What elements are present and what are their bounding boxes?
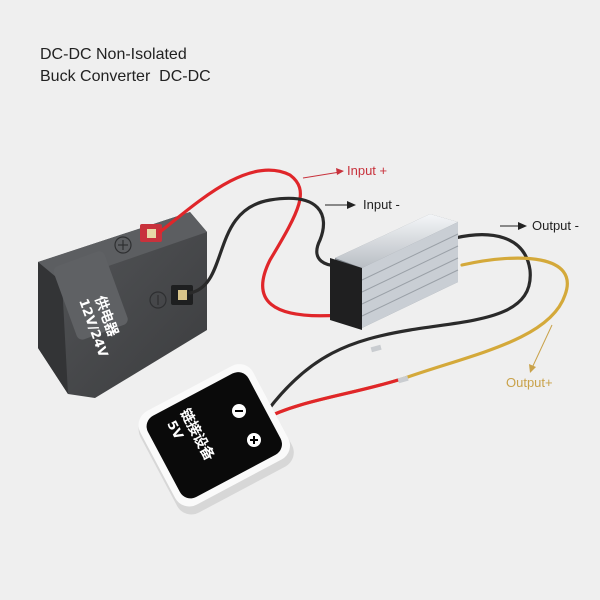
diagram-title: DC-DC Non-Isolated Buck Converter DC-DC [40,44,211,88]
arrow-output-plus-icon [529,364,536,373]
label-output-plus: Output+ [506,375,553,390]
wire-input-positive [158,168,342,318]
output-device: 链接设备 5V [138,364,294,515]
buck-converter-module [330,214,459,330]
annotation-arrows [302,168,553,373]
arrow-input-plus-icon [336,168,344,175]
arrow-output-minus-icon [518,222,527,230]
label-input-minus: Input - [363,197,400,212]
arrow-input-minus-icon [347,201,356,209]
title-line-1: DC-DC Non-Isolated [40,46,187,63]
wires [158,168,569,422]
label-output-minus: Output - [532,218,579,233]
title-line-2: Buck Converter DC-DC [40,68,211,85]
power-supply-box: 供电器 12V/24V [38,212,207,398]
minus-mark-icon [149,291,167,309]
wire-output-negative [266,233,532,412]
plus-mark-icon [114,236,132,254]
wire-input-negative [188,196,347,295]
label-input-plus: Input + [347,163,388,178]
